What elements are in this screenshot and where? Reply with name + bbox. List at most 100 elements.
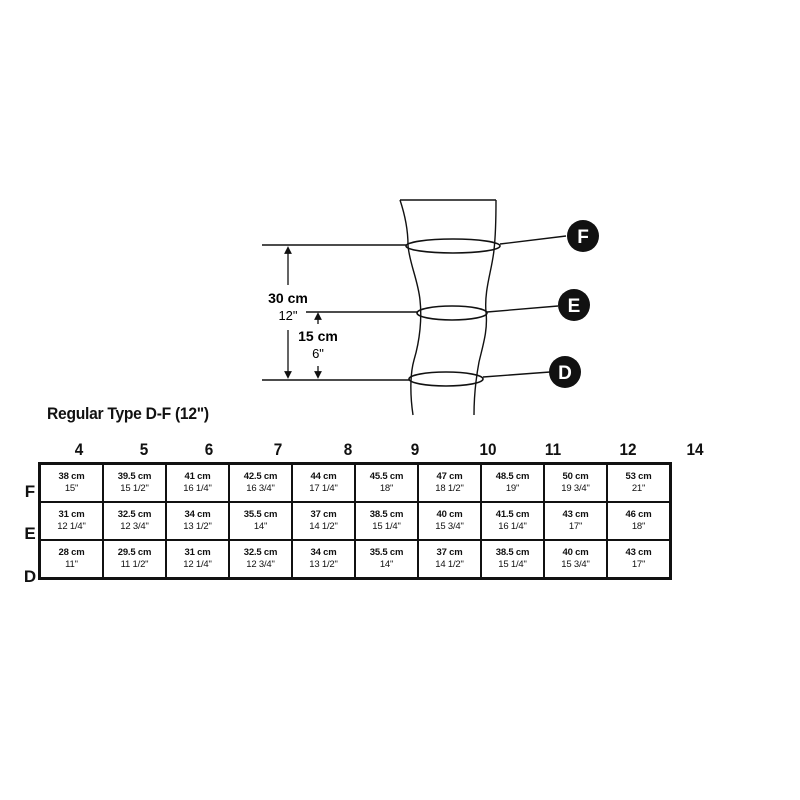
cell-cm-value: 48.5 cm bbox=[495, 471, 530, 482]
cell-cm-value: 32.5 cm bbox=[243, 547, 278, 558]
cell-cm-value: 45.5 cm bbox=[369, 471, 404, 482]
row-label-d: D bbox=[23, 567, 37, 586]
dimension-long-inch: 12" bbox=[278, 308, 297, 323]
cell-cm-value: 35.5 cm bbox=[369, 547, 404, 558]
dimension-short-cm: 15 cm bbox=[298, 328, 338, 344]
row-label-e: E bbox=[24, 524, 36, 543]
ring-e bbox=[416, 305, 488, 321]
cell-inch-value: 12 3/4" bbox=[246, 559, 275, 570]
cell-inch-value: 15" bbox=[64, 483, 79, 494]
marker-d: D bbox=[549, 356, 581, 388]
cell-inch-value: 12 1/4" bbox=[57, 521, 86, 532]
marker-f-letter: F bbox=[577, 227, 589, 248]
cell-cm-value: 31 cm bbox=[184, 547, 211, 558]
cell-cm-value: 50 cm bbox=[562, 471, 589, 482]
cell-inch-value: 16 1/4" bbox=[498, 521, 527, 532]
cell-cm-value: 40 cm bbox=[436, 509, 463, 520]
cell-cm-value: 34 cm bbox=[184, 509, 211, 520]
size-header: 7 bbox=[273, 440, 283, 459]
size-header: 14 bbox=[686, 440, 704, 459]
cell-cm-value: 42.5 cm bbox=[243, 471, 278, 482]
cell-inch-value: 17" bbox=[631, 559, 646, 570]
cell-inch-value: 15 1/2" bbox=[120, 483, 149, 494]
dimension-arrows bbox=[284, 246, 322, 379]
cell-inch-value: 11 1/2" bbox=[120, 559, 149, 570]
cell-inch-value: 14" bbox=[379, 559, 394, 570]
cell-inch-value: 21" bbox=[631, 483, 646, 494]
marker-e-letter: E bbox=[568, 296, 581, 317]
leader-f bbox=[499, 235, 567, 245]
cell-inch-value: 15 3/4" bbox=[435, 521, 464, 532]
size-header: 8 bbox=[343, 440, 353, 459]
cell-cm-value: 40 cm bbox=[562, 547, 589, 558]
ring-f bbox=[405, 238, 501, 254]
size-header: 5 bbox=[139, 440, 149, 459]
cell-cm-value: 44 cm bbox=[310, 471, 337, 482]
cell-inch-value: 15 1/4" bbox=[372, 521, 401, 532]
cell-inch-value: 19" bbox=[505, 483, 520, 494]
size-header: 10 bbox=[479, 440, 497, 459]
cell-cm-value: 31 cm bbox=[58, 509, 85, 520]
cell-inch-value: 13 1/2" bbox=[183, 521, 212, 532]
cell-cm-value: 38 cm bbox=[58, 471, 85, 482]
leg-left-contour bbox=[399, 199, 422, 416]
marker-d-letter: D bbox=[558, 363, 572, 384]
cell-inch-value: 11" bbox=[65, 559, 78, 570]
size-header: 9 bbox=[410, 440, 420, 459]
cell-inch-value: 15 1/4" bbox=[498, 559, 527, 570]
cell-cm-value: 38.5 cm bbox=[369, 509, 404, 520]
size-header: 12 bbox=[619, 440, 637, 459]
cell-inch-value: 14" bbox=[253, 521, 268, 532]
cell-inch-value: 18 1/2" bbox=[435, 483, 464, 494]
cell-inch-value: 12 3/4" bbox=[120, 521, 149, 532]
cell-cm-value: 37 cm bbox=[310, 509, 337, 520]
cell-inch-value: 19 3/4" bbox=[561, 483, 590, 494]
cell-cm-value: 43 cm bbox=[625, 547, 652, 558]
cell-inch-value: 14 1/2" bbox=[309, 521, 338, 532]
cell-inch-value: 17 1/4" bbox=[309, 483, 338, 494]
cell-cm-value: 47 cm bbox=[436, 471, 463, 482]
dimension-short-inch: 6" bbox=[312, 346, 324, 361]
marker-e: E bbox=[558, 289, 590, 321]
leader-d bbox=[482, 371, 551, 378]
cell-inch-value: 16 3/4" bbox=[246, 483, 275, 494]
dimension-long-cm: 30 cm bbox=[268, 290, 308, 306]
cell-cm-value: 39.5 cm bbox=[117, 471, 152, 482]
leader-lines bbox=[482, 235, 567, 378]
cell-inch-value: 18" bbox=[631, 521, 646, 532]
cell-inch-value: 14 1/2" bbox=[435, 559, 464, 570]
cell-inch-value: 15 3/4" bbox=[561, 559, 590, 570]
leader-e bbox=[486, 305, 559, 313]
cell-cm-value: 53 cm bbox=[625, 471, 652, 482]
cell-cm-value: 35.5 cm bbox=[243, 509, 278, 520]
